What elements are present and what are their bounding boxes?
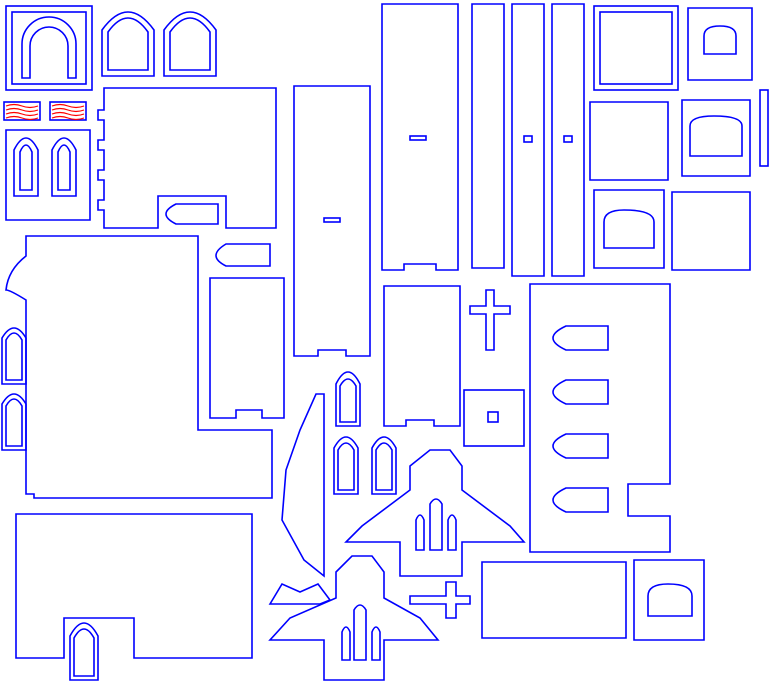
arch-window-frame: [5, 5, 93, 91]
facade-window: [415, 498, 457, 551]
arch-window: [333, 436, 359, 495]
buttress-piece: [281, 393, 325, 578]
slot: [523, 135, 533, 143]
gothic-arch-panel: [101, 11, 155, 77]
tabbed-window-piece: [593, 189, 665, 269]
window-cutout: [552, 433, 609, 459]
arched-door: [69, 622, 99, 681]
door-piece: [215, 243, 271, 267]
tabbed-window-piece: [687, 7, 753, 81]
side-panel: [209, 277, 285, 419]
slot: [409, 135, 427, 141]
engraved-wood-strip: [49, 101, 87, 121]
tall-strip-panel: [293, 85, 371, 357]
tabbed-window-piece: [681, 99, 751, 177]
slot: [563, 135, 573, 143]
tabbed-panel: [589, 101, 669, 181]
narrow-strip: [551, 3, 585, 277]
narrow-strip: [471, 3, 505, 269]
cross-piece-horizontal: [409, 581, 471, 619]
side-wall-panel: [5, 235, 273, 499]
square-base: [463, 389, 525, 447]
square-frame: [593, 5, 679, 91]
church-facade-small: [268, 555, 440, 681]
wall-panel-with-door: [97, 87, 277, 229]
front-wall-with-door: [15, 513, 253, 659]
window-cutout: [552, 487, 609, 513]
tabbed-panel: [671, 191, 751, 271]
cross-piece: [469, 289, 511, 351]
window-cutout: [552, 325, 609, 351]
tabbed-wall-panel: [383, 285, 461, 427]
slot: [323, 217, 341, 223]
small-tab-strip: [759, 89, 769, 167]
gothic-arch-panel: [163, 11, 217, 77]
facade-window: [341, 604, 381, 661]
tabbed-base-panel: [481, 561, 627, 639]
window-cutout: [552, 379, 609, 405]
engraved-wood-strip: [3, 101, 41, 121]
arch-window: [335, 371, 361, 427]
arch-window: [371, 436, 397, 495]
small-bracket: [268, 582, 332, 605]
narrow-strip: [511, 3, 545, 277]
arch-window: [1, 327, 27, 385]
church-facade: [344, 449, 526, 577]
tall-strip-panel: [381, 3, 459, 271]
arch-window: [1, 393, 27, 451]
window-wall-panel: [529, 283, 671, 553]
door-piece: [165, 203, 219, 225]
tabbed-window-piece: [633, 559, 705, 641]
twin-window-panel: [5, 129, 91, 221]
